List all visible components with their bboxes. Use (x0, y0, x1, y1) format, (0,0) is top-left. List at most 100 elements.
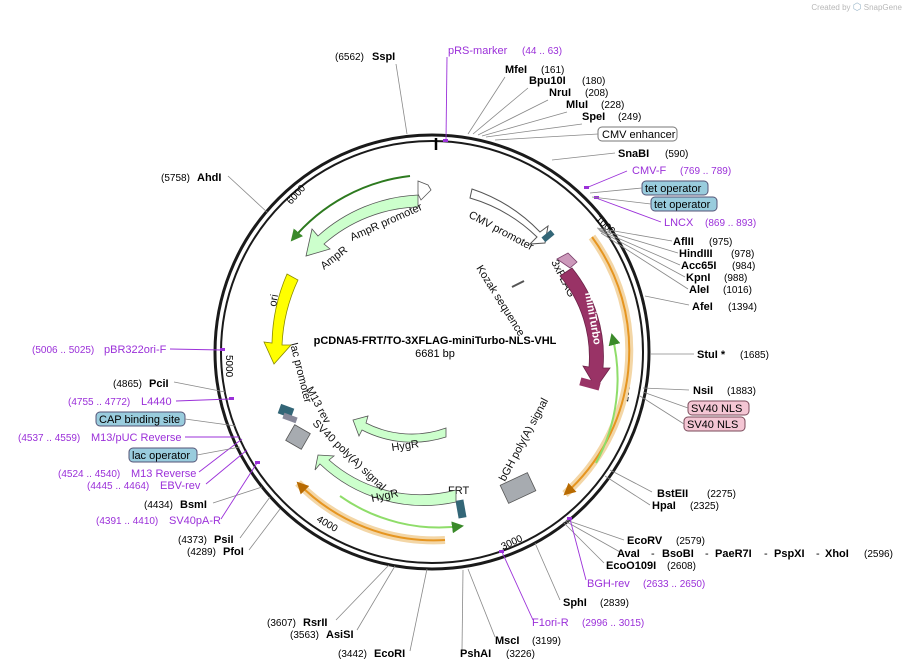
enzyme-spei-pos: (249) (618, 112, 641, 123)
primer-f1ori-r: F1ori-R (532, 617, 569, 629)
backbone-outer (213, 133, 651, 571)
enzyme-xhoi: XhoI (825, 548, 849, 560)
flag-arrow (556, 252, 578, 269)
badge-cmv-enhancer-leader (494, 133, 599, 141)
enzyme-pspxi: PspXI (774, 548, 805, 560)
primer-lncx-pos: (869 .. 893) (705, 218, 756, 229)
snapgene-credit: Created by ⬡ SnapGene (811, 2, 902, 13)
enzyme-ecorv: EcoRV (627, 535, 663, 547)
enzyme-bsmi-pos: (4434) (144, 500, 173, 511)
badge-sv40-nls-2: SV40 NLS (683, 416, 746, 432)
enzyme-stui: StuI * (697, 349, 726, 361)
enzyme-bsteii-pos: (2275) (707, 489, 736, 500)
enzyme-snabi-pos: (590) (665, 149, 688, 160)
enzyme-ecori-pos: (3442) (338, 649, 367, 660)
bgh-polya-label: bGH poly(A) signal (497, 396, 551, 483)
enzyme-pshai-pos: (3226) (506, 649, 535, 660)
enzyme-nsii-pos: (1883) (727, 386, 756, 397)
enzyme-rsrii: RsrII (303, 617, 327, 629)
primer-m13-reverse-pos: (4524 .. 4540) (58, 469, 120, 480)
snapgene-logo-icon: ⬡ (852, 2, 862, 13)
enzyme-msci: MscI (495, 635, 519, 647)
kozak-label: Kozak sequence (473, 263, 526, 338)
primer-l4440-pos: (4755 .. 4772) (68, 397, 130, 408)
enzyme-aflii: AflII (673, 236, 694, 248)
cds-bottom-arc-line (296, 481, 446, 542)
primer-f1ori-r-pos: (2996 .. 3015) (582, 618, 644, 629)
enzyme-asisi-pos: (3563) (290, 630, 319, 641)
plasmid-size: 6681 bp (415, 348, 455, 360)
enzyme-kpni: KpnI (686, 272, 710, 284)
enzyme-hpai-pos: (2325) (690, 501, 719, 512)
enzyme-nsii: NsiI (693, 385, 713, 397)
primer-pbr322ori-f-pos: (5006 .. 5025) (32, 345, 94, 356)
backbone-inner (220, 140, 644, 564)
green-right-arc (595, 333, 621, 464)
enzyme-sep-3: - (764, 548, 768, 560)
primer-prs-marker: pRS-marker (448, 45, 508, 57)
primer-bgh-rev-pos: (2633 .. 2650) (643, 579, 705, 590)
primer-lncx: LNCX (664, 217, 694, 229)
cmv-promoter-label: CMV promoter (467, 209, 536, 253)
badge-tet-operator-1-text: tet operator (645, 183, 702, 195)
badge-tet-leader-2 (591, 196, 652, 205)
enzyme-kpni-pos: (988) (724, 273, 747, 284)
primer-m13-puc-reverse-pos: (4537 .. 4559) (18, 433, 80, 444)
enzyme-ecoo109i: EcoO109I (606, 560, 656, 572)
hygr-inner-label: HygR (391, 438, 420, 454)
badge-cap-binding-site: CAP binding site (95, 411, 186, 427)
created-by-text: Created by (811, 3, 851, 12)
enzyme-bsteii: BstEII (657, 488, 688, 500)
enzyme-hindiii-pos: (978) (731, 249, 754, 260)
enzyme-nrui: NruI (549, 87, 571, 99)
enzyme-afei: AfeI (692, 301, 713, 313)
nls-block (579, 377, 601, 391)
enzyme-sep-2: - (705, 548, 709, 560)
enzyme-psii-pos: (4373) (178, 535, 207, 546)
kozak-mark (541, 229, 555, 243)
primer-m13-puc-reverse: M13/pUC Reverse (91, 432, 181, 444)
enzyme-sep-4: - (816, 548, 820, 560)
enzyme-sep-1: - (651, 548, 655, 560)
enzyme-afei-pos: (1394) (728, 302, 757, 313)
cap-element (282, 412, 298, 424)
badge-lac-operator-text: lac operator (132, 450, 190, 462)
enzyme-avai: AvaI (617, 548, 640, 560)
enzyme-pcii: PciI (149, 378, 169, 390)
hygr-outer-arrow (314, 454, 457, 506)
enzyme-psii: PsiI (214, 534, 234, 546)
badge-tet-operator-1: tet operator (641, 180, 709, 196)
enzyme-hindiii: HindIII (679, 248, 713, 260)
enzyme-bpu10i-pos: (180) (582, 76, 605, 87)
cmv-promoter-arrow (469, 188, 549, 245)
primer-ebv-rev: EBV-rev (160, 480, 201, 492)
miniturbo-arrow (559, 267, 611, 389)
tick-6000: 6000 (285, 183, 308, 207)
hygr-outer-label: HygR (370, 487, 399, 504)
enzyme-leader-lines (173, 63, 694, 652)
primer-ebv-rev-pos: (4445 .. 4464) (87, 481, 149, 492)
enzyme-bsmi: BsmI (180, 499, 207, 511)
enzyme-ecoo109i-pos: (2608) (667, 561, 696, 572)
ori-arrow (263, 273, 299, 365)
cds-right-arc-line (563, 236, 631, 496)
badge-sv40-nls-2-text: SV40 NLS (687, 419, 738, 431)
enzyme-alei: AleI (689, 284, 709, 296)
enzyme-labels: (6562) SspI MfeI (161) Bpu10I (180) NruI… (113, 51, 893, 660)
badge-lac-operator: lac operator (128, 447, 198, 463)
enzyme-mfei-pos: (161) (541, 65, 564, 76)
lac-element (277, 403, 295, 419)
primer-cmv-f: CMV-F (632, 165, 667, 177)
primer-bgh-rev: BGH-rev (587, 578, 630, 590)
plasmid-name: pCDNA5-FRT/TO-3XFLAG-miniTurbo-NLS-VHL (314, 335, 557, 347)
enzyme-sspi-pos: (6562) (335, 52, 364, 63)
enzyme-bsobi: BsoBI (662, 548, 694, 560)
enzyme-bpu10i: Bpu10I (529, 75, 566, 87)
enzyme-alei-pos: (1016) (723, 285, 752, 296)
badge-tet-operator-2-text: tet operator (654, 199, 711, 211)
enzyme-aflii-pos: (975) (709, 237, 732, 248)
sv40-polya-box (285, 424, 311, 450)
primer-cmv-f-pos: (769 .. 789) (680, 166, 731, 177)
enzyme-msci-pos: (3199) (532, 636, 561, 647)
